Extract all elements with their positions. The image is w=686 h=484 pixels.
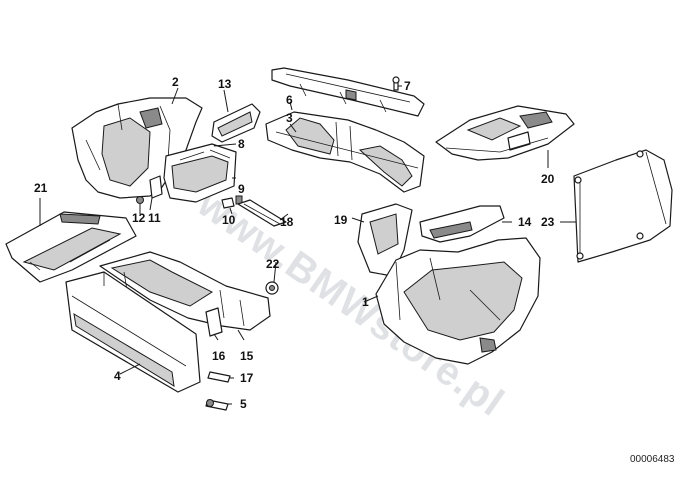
part-11-clip <box>149 175 163 199</box>
part-21-floor-tray <box>5 211 137 283</box>
part-22-screw <box>265 281 279 295</box>
callout-10: 10 <box>222 213 236 227</box>
callout-8: 8 <box>238 137 245 151</box>
callout-1: 1 <box>362 295 369 309</box>
part-16-bracket <box>205 307 223 337</box>
part-20-parcel-shelf <box>435 105 575 161</box>
callout-4: 4 <box>114 369 121 383</box>
callout-17: 17 <box>240 371 254 385</box>
callout-19: 19 <box>334 213 348 227</box>
callout-16: 16 <box>212 349 226 363</box>
callout-14: 14 <box>518 215 532 229</box>
callout-12: 12 <box>132 211 146 225</box>
part-6-trim-rail <box>271 67 425 117</box>
callout-9: 9 <box>238 182 245 196</box>
callout-6: 6 <box>286 93 293 107</box>
callout-21: 21 <box>34 181 48 195</box>
callout-13: 13 <box>218 77 232 91</box>
part-8-cover <box>163 143 237 203</box>
callout-11: 11 <box>148 211 161 225</box>
callout-23: 23 <box>541 215 555 229</box>
callout-20: 20 <box>541 172 555 186</box>
part-17-pin <box>207 371 231 383</box>
part-7-screw <box>392 76 400 91</box>
callout-15: 15 <box>240 349 254 363</box>
callout-2: 2 <box>172 75 179 89</box>
callout-5: 5 <box>240 397 247 411</box>
callout-7: 7 <box>404 79 411 93</box>
part-13-bracket <box>211 103 261 143</box>
callout-labels: 2 13 6 3 7 8 9 10 18 11 12 20 23 21 19 1… <box>34 75 555 411</box>
part-23-panel <box>573 149 673 263</box>
part-19-upright-panel <box>357 203 413 277</box>
part-3-rear-panel <box>265 111 425 193</box>
diagram-reference-code: 00006483 <box>630 454 675 465</box>
part-18-strip <box>237 199 287 227</box>
part-1-side-trim <box>375 237 541 365</box>
part-4-cover <box>65 271 201 393</box>
callout-18: 18 <box>280 215 294 229</box>
leader-lines <box>39 85 576 405</box>
part-14-trim <box>419 205 505 243</box>
part-10-clip <box>221 197 235 209</box>
callout-3: 3 <box>286 111 293 125</box>
callout-22: 22 <box>266 257 280 271</box>
part-5-screw <box>205 399 229 411</box>
part-12-clip <box>136 196 144 204</box>
